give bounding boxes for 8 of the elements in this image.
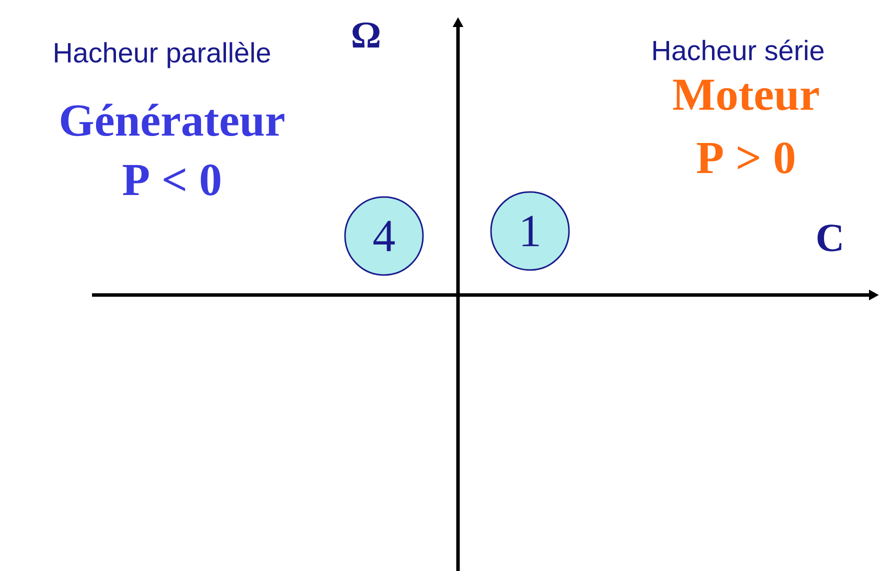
mode-label: Moteur — [672, 80, 819, 110]
quadrant-label: Hacheur série — [653, 40, 824, 60]
power-label: P > 0 — [696, 142, 794, 174]
axis-label: C — [818, 224, 842, 252]
quadrant-label: Hacheur parallèle — [54, 42, 270, 68]
power-label: P < 0 — [122, 164, 220, 196]
mode-label: Générateur — [61, 104, 284, 136]
axis-label: Ω — [352, 22, 380, 48]
